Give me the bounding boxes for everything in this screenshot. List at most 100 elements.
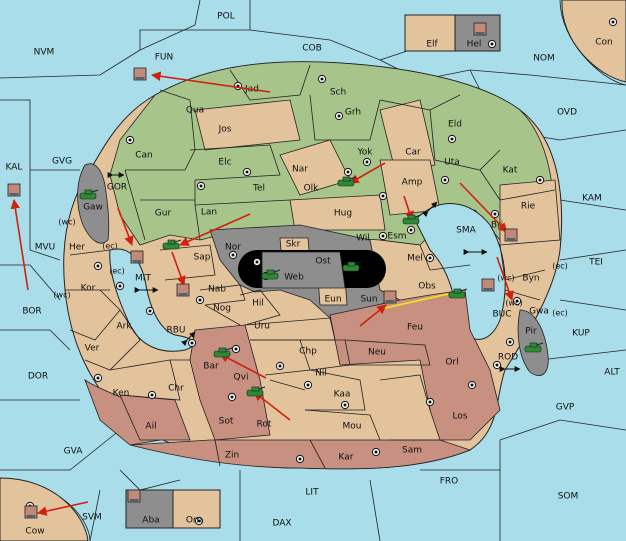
hug-area [289,194,386,231]
rot-bar-brown [189,324,271,441]
label-gva: GVA [64,447,84,457]
label-byn: Byn [522,274,539,284]
army-unit-olk[interactable] [337,176,357,187]
fleet-ship-icon [385,300,395,303]
label-elc: Elc [218,158,231,168]
supply-center-dot [538,178,542,182]
label-mel: Mel [407,254,423,264]
fleet-unit-cow[interactable] [24,505,38,519]
fleet-unit-fun[interactable] [133,67,147,81]
label-nom: NOM [533,54,555,64]
label-rbu: RBU [166,326,185,336]
supply-center-dot [278,364,282,368]
army-unit-ost[interactable] [342,261,362,272]
label-gwa: Gwa [529,307,549,317]
fleet-ship-icon [9,193,19,196]
label-los: Los [452,412,467,422]
fleet-unit-hel[interactable] [473,22,487,36]
supply-center-dot [306,383,310,387]
label-orn: Orn [186,516,202,526]
label-pir: Pir [525,327,537,337]
coast-wc-kor: (wc) [53,291,70,300]
fleet-unit-bri[interactable] [504,228,518,242]
label-kup: KUP [572,329,590,339]
car-area [379,99,436,171]
coast-wc-gaw: (wc) [58,218,75,227]
label-alt: ALT [604,368,620,378]
label-elf: Elf [426,40,438,50]
fleet-unit-kal[interactable] [7,183,21,197]
supply-center-dot [493,212,497,216]
label-amp: Amp [402,178,423,188]
label-sma: SMA [456,226,476,236]
link-arrow-rbu [181,331,196,346]
order-arrow-lan-sap [179,213,251,246]
coast-wc-gwa: (wc) [505,299,522,308]
supply-center-dot [298,457,302,461]
label-mit: MIT [135,274,151,284]
label-can: Can [135,151,153,161]
army-unit-qvi[interactable] [246,386,266,397]
fleet-ship-icon [178,293,188,296]
label-her: Her [69,243,85,253]
army-unit-esm[interactable] [402,214,422,225]
label-rot: Rot [257,420,272,430]
army-unit-bar[interactable] [213,347,233,358]
label-neu: Neu [368,348,386,358]
fleet-unit-nab[interactable] [176,283,190,297]
army-turret-icon [453,288,462,294]
army-turret-icon [167,239,176,245]
coast-ec-byn: (ec) [552,262,568,271]
label-sun: Sun [360,295,377,305]
army-turret-icon [529,342,538,348]
fleet-unit-buc[interactable] [481,278,495,292]
army-barrel-icon [460,288,468,292]
army-unit-pir[interactable] [524,342,544,353]
fleet-unit-sun[interactable] [383,290,397,304]
supply-center-dot [490,42,494,46]
supply-center-dot [96,264,100,268]
supply-center-dot [381,194,385,198]
supply-center-dot [365,160,369,164]
territory-borders [65,64,556,469]
army-unit-web[interactable] [261,269,281,280]
label-dor: DOR [28,372,48,382]
fleet-unit-mit[interactable] [130,250,144,264]
supply-center-dot [150,393,154,397]
label-ail: Ail [145,422,156,432]
label-sot: Sot [219,417,234,427]
supply-center-dot [443,178,447,182]
label-lan: Lan [201,208,217,218]
army-unit-sap[interactable] [162,239,182,250]
army-unit-gaw[interactable] [79,189,99,200]
supply-center-dot [381,234,385,238]
label-feu: Feu [407,323,423,333]
label-orl: Orl [445,358,458,368]
label-nor: Nor [225,243,241,253]
fleet-unit-aba[interactable] [127,489,141,503]
label-wil: Wil [356,234,370,244]
label-hug: Hug [334,209,352,219]
army-barrel-icon [273,269,281,273]
link-arrow-sma [422,201,438,217]
supply-center-dot [234,347,238,351]
label-kar: Kar [339,453,354,463]
army-unit-obs[interactable] [448,288,468,299]
label-olk: Olk [304,184,320,194]
label-buc: BUC [492,310,511,320]
label-sap: Sap [194,253,211,263]
label-gaw: Gaw [83,203,103,213]
army-turret-icon [347,261,356,267]
label-tei: TEI [588,258,603,268]
fleet-ship-icon [132,260,142,263]
supply-center-dot [255,260,259,264]
army-turret-icon [266,269,275,275]
fleet-ship-icon [483,288,493,291]
label-gvp: GVP [556,403,575,413]
supply-center-dot [343,403,347,407]
label-nvm: NVM [34,48,55,58]
label-ver: Ver [85,344,100,354]
label-ken: Ken [113,389,130,399]
